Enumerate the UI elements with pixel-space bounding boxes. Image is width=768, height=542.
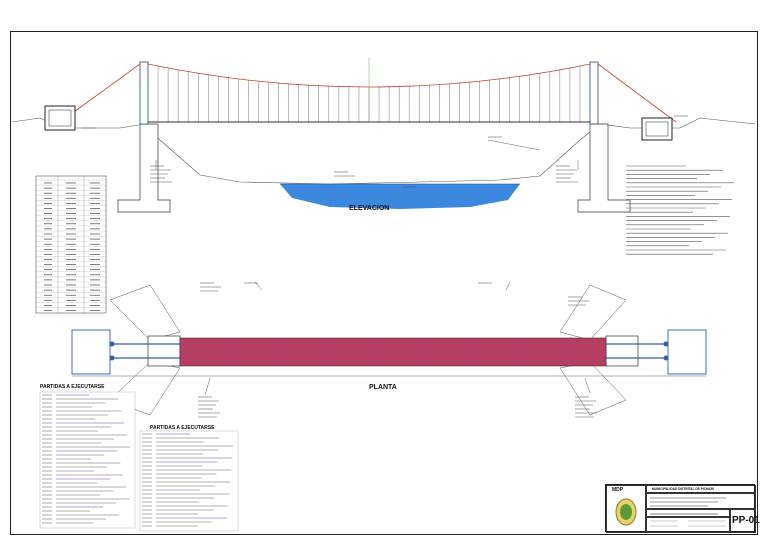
right-abutment [577,123,631,213]
parts-list-2 [139,430,239,532]
hanger-length-table [35,175,107,314]
right-anchor-plan [667,329,707,375]
parts-list-frame [39,391,136,529]
elevation-view [11,58,756,213]
municipality-name: MUNICIPALIDAD DISTRITAL DE PICHARI [652,487,714,491]
municipal-seal-icon [615,498,637,526]
left-anchor-block [44,105,76,131]
annotation-notes [82,115,688,418]
river-water [280,184,520,209]
left-anchor-plan [71,329,111,375]
plan-title: PLANTA [369,384,397,391]
right-backstay [597,63,677,123]
plan-name-and-dates [650,513,726,527]
parts-list-frame [139,430,239,532]
general-notes [626,165,734,255]
title-block: MDP MUNICIPALIDAD DISTRITAL DE PICHARI P… [605,484,760,533]
logo-text: MDP [612,487,624,493]
elevation-title: ELEVACION [349,205,390,212]
hanger-group [157,66,581,122]
left-abutment [117,123,171,213]
plan-view [71,281,707,416]
parts-title-1: PARTIDAS A EJECUTARSE [40,384,105,390]
right-tower [589,61,599,125]
right-anchor-block [641,117,673,141]
parts-list-1 [39,391,136,529]
sheet-number: PP-01 [732,515,760,526]
sheet-frame [10,31,758,535]
project-description [650,497,726,507]
left-tower [139,61,149,125]
parts-title-2: PARTIDAS A EJECUTARSE [150,425,215,431]
